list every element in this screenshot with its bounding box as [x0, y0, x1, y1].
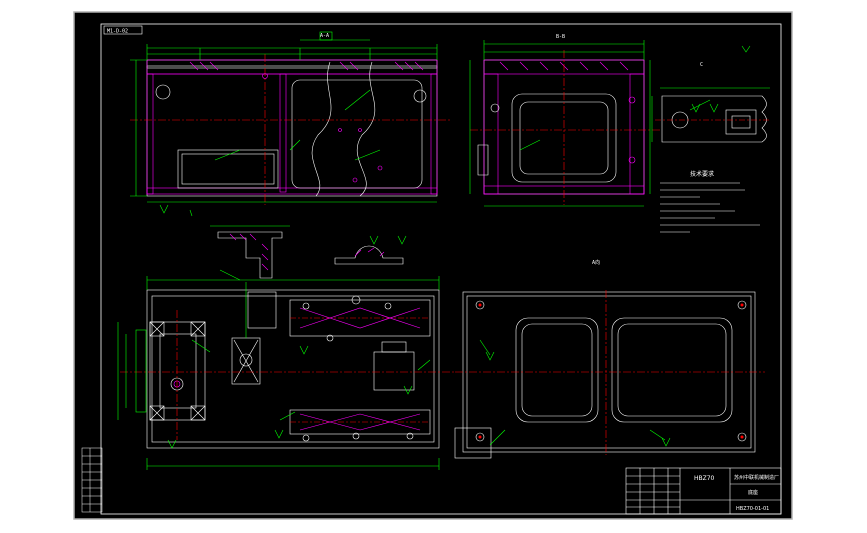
bottom-view	[454, 290, 765, 459]
detail-label-c: C	[700, 62, 703, 68]
sheet-inner-border	[100, 23, 782, 515]
sheet-code-text: M1-D-02	[107, 29, 128, 35]
section-label-a: A-A	[320, 33, 329, 39]
side-section-view	[469, 40, 660, 207]
title-company: 苏州中联机械制造厂	[734, 474, 779, 481]
title-block	[625, 467, 782, 515]
detail-section-2	[334, 235, 407, 265]
plan-view	[117, 276, 455, 470]
front-section-view	[130, 31, 450, 217]
section-label-b: B-B	[556, 34, 565, 40]
detail-view-c	[651, 45, 770, 143]
title-main: HBZ70	[694, 475, 715, 482]
tech-requirements-lines	[660, 182, 760, 233]
title-part-name: 底座	[748, 489, 758, 496]
revision-strip	[81, 447, 103, 513]
sheet-outer-frame	[73, 11, 793, 520]
tech-requirements-title: 技术要求	[690, 170, 714, 178]
view-label-a-direction: A向	[592, 259, 600, 266]
title-drawing-no: HBZ70-01-01	[736, 506, 769, 512]
detail-section-1	[210, 225, 290, 281]
sheet-code-box	[103, 25, 143, 35]
